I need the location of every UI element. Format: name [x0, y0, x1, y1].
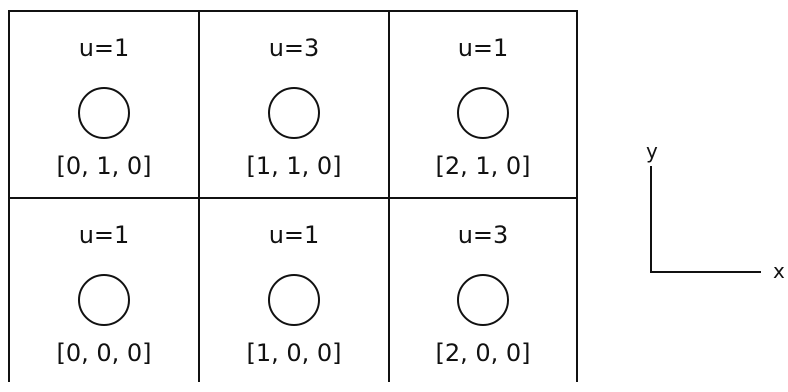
lattice-grid: u=1 [0, 1, 0] u=3 [1, 1, 0] u=1 [2, 1, 0…	[8, 10, 578, 392]
node-circle	[78, 87, 130, 139]
u-value-label: u=1	[457, 34, 509, 62]
u-value-label: u=1	[78, 34, 130, 62]
axes-indicator: y x	[642, 140, 788, 290]
grid-cell: u=1 [2, 1, 0]	[388, 10, 578, 197]
grid-cell: u=1 [0, 0, 0]	[8, 197, 198, 382]
x-axis-label: x	[773, 259, 785, 283]
u-value-label: u=3	[268, 34, 320, 62]
node-circle	[268, 274, 320, 326]
coordinate-label: [0, 1, 0]	[56, 152, 152, 180]
y-axis-label: y	[646, 139, 658, 163]
u-value-label: u=3	[457, 221, 509, 249]
coordinate-label: [1, 1, 0]	[246, 152, 342, 180]
node-circle	[457, 274, 509, 326]
grid-cell: u=1 [1, 0, 0]	[198, 197, 388, 382]
node-circle	[268, 87, 320, 139]
y-axis-line	[650, 166, 652, 273]
u-value-label: u=1	[78, 221, 130, 249]
coordinate-label: [1, 0, 0]	[246, 339, 342, 367]
coordinate-label: [2, 1, 0]	[435, 152, 531, 180]
node-circle	[78, 274, 130, 326]
u-value-label: u=1	[268, 221, 320, 249]
coordinate-label: [2, 0, 0]	[435, 339, 531, 367]
x-axis-line	[650, 271, 761, 273]
grid-cell: u=3 [2, 0, 0]	[388, 197, 578, 382]
coordinate-label: [0, 0, 0]	[56, 339, 152, 367]
node-circle	[457, 87, 509, 139]
grid-cell: u=3 [1, 1, 0]	[198, 10, 388, 197]
grid-cell: u=1 [0, 1, 0]	[8, 10, 198, 197]
